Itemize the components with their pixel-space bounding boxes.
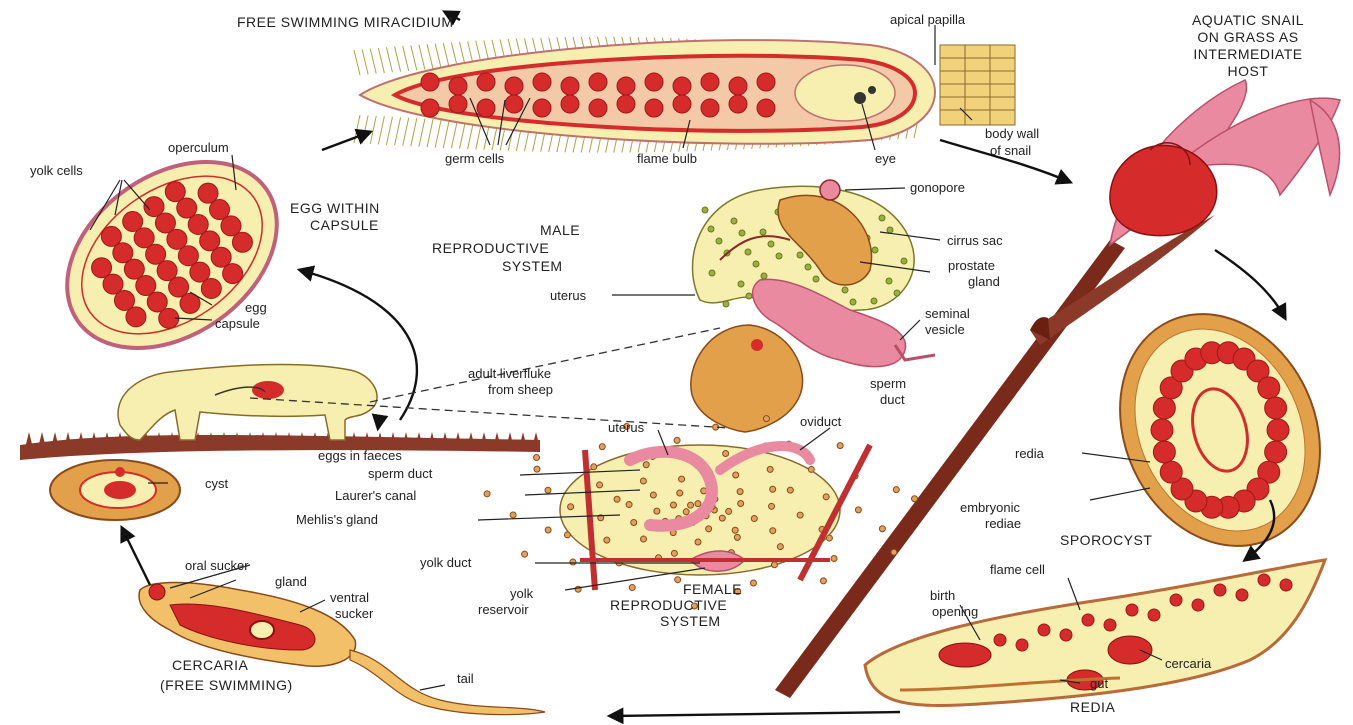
female-title-1: FEMALE [683, 581, 742, 597]
label-adult-fluke-2: from sheep [488, 382, 553, 397]
label-seminal-1: seminal [925, 306, 970, 321]
label-eggs-in-faeces: eggs in faeces [318, 448, 402, 463]
label-ventral-sucker-2: sucker [335, 606, 374, 621]
label-oviduct: oviduct [800, 414, 842, 429]
redia-title: REDIA [1070, 699, 1115, 715]
label-yolk-duct: yolk duct [420, 555, 472, 570]
label-uterus-male: uterus [550, 288, 587, 303]
snail-title-3: INTERMEDIATE [1193, 46, 1302, 62]
label-sperm-duct: sperm duct [368, 466, 433, 481]
snail-title-1: AQUATIC SNAIL [1192, 12, 1304, 28]
label-adult-fluke-1: adult liverfluke [468, 366, 551, 381]
snail-title-4: HOST [1228, 63, 1269, 79]
label-cirrus-sac: cirrus sac [947, 233, 1003, 248]
label-laurers-canal: Laurer's canal [335, 488, 416, 503]
label-embryonic-1: embryonic [960, 500, 1020, 515]
male-title-2: REPRODUCTIVE [432, 240, 549, 256]
label-yolk-reservoir-1: yolk [510, 586, 534, 601]
label-operculum: operculum [168, 140, 229, 155]
label-prostate-2: gland [968, 274, 1000, 289]
label-uterus-female: uterus [608, 420, 645, 435]
female-reproductive-system-figure [484, 416, 917, 609]
label-tail: tail [457, 671, 474, 686]
sporocyst-title: SPOROCYST [1060, 532, 1152, 548]
label-yolk-cells: yolk cells [30, 163, 83, 178]
label-yolk-reservoir-2: reservoir [478, 602, 529, 617]
label-gut: gut [1090, 676, 1108, 691]
label-oral-sucker: oral sucker [185, 558, 249, 573]
egg-title-1: EGG WITHIN [290, 200, 380, 216]
label-mehlis-gland: Mehlis's gland [296, 512, 378, 527]
label-flame-bulb: flame bulb [637, 151, 697, 166]
label-prostate-1: prostate [948, 258, 995, 273]
label-seminal-2: vesicle [925, 322, 965, 337]
label-birth-opening-2: opening [932, 604, 978, 619]
snail-shell [1110, 145, 1217, 235]
miracidium-eye [854, 92, 866, 104]
male-title-1: MALE [540, 222, 580, 238]
label-gonopore: gonopore [910, 180, 965, 195]
label-body-wall-2: of snail [990, 143, 1031, 158]
label-eye: eye [875, 151, 896, 166]
sheep-host [20, 364, 540, 460]
label-capsule: capsule [215, 316, 260, 331]
label-gland: gland [275, 574, 307, 589]
label-redia: redia [1015, 446, 1045, 461]
miracidium-title: FREE SWIMMING MIRACIDIUM [237, 14, 454, 30]
snail-body-wall [940, 45, 1015, 125]
label-apical-papilla: apical papilla [890, 12, 966, 27]
label-sperm-duct-male-2: duct [880, 392, 905, 407]
cercaria-tail [350, 650, 545, 715]
snail-title-2: ON GRASS AS [1197, 29, 1298, 45]
label-cercaria: cercaria [1165, 656, 1212, 671]
cyst-figure [50, 460, 180, 520]
female-title-2: REPRODUCTIVE [610, 597, 727, 613]
label-birth-opening-1: birth [930, 588, 955, 603]
gonopore [820, 180, 840, 200]
label-sperm-duct-male-1: sperm [870, 376, 906, 391]
adult-liver-fluke [691, 325, 803, 432]
label-germ-cells: germ cells [445, 151, 505, 166]
label-embryonic-2: rediae [985, 516, 1021, 531]
label-cyst: cyst [205, 476, 229, 491]
miracidium [354, 37, 1015, 153]
ground-soil [20, 435, 540, 460]
label-body-wall-1: body wall [985, 126, 1039, 141]
label-egg: egg [245, 300, 267, 315]
cercaria-title-1: CERCARIA [172, 657, 249, 673]
male-title-3: SYSTEM [502, 258, 563, 274]
label-flame-cell: flame cell [990, 562, 1045, 577]
female-title-3: SYSTEM [660, 613, 721, 629]
egg-title-2: CAPSULE [310, 217, 379, 233]
cercaria-title-2: (FREE SWIMMING) [160, 677, 293, 693]
label-ventral-sucker-1: ventral [330, 590, 369, 605]
